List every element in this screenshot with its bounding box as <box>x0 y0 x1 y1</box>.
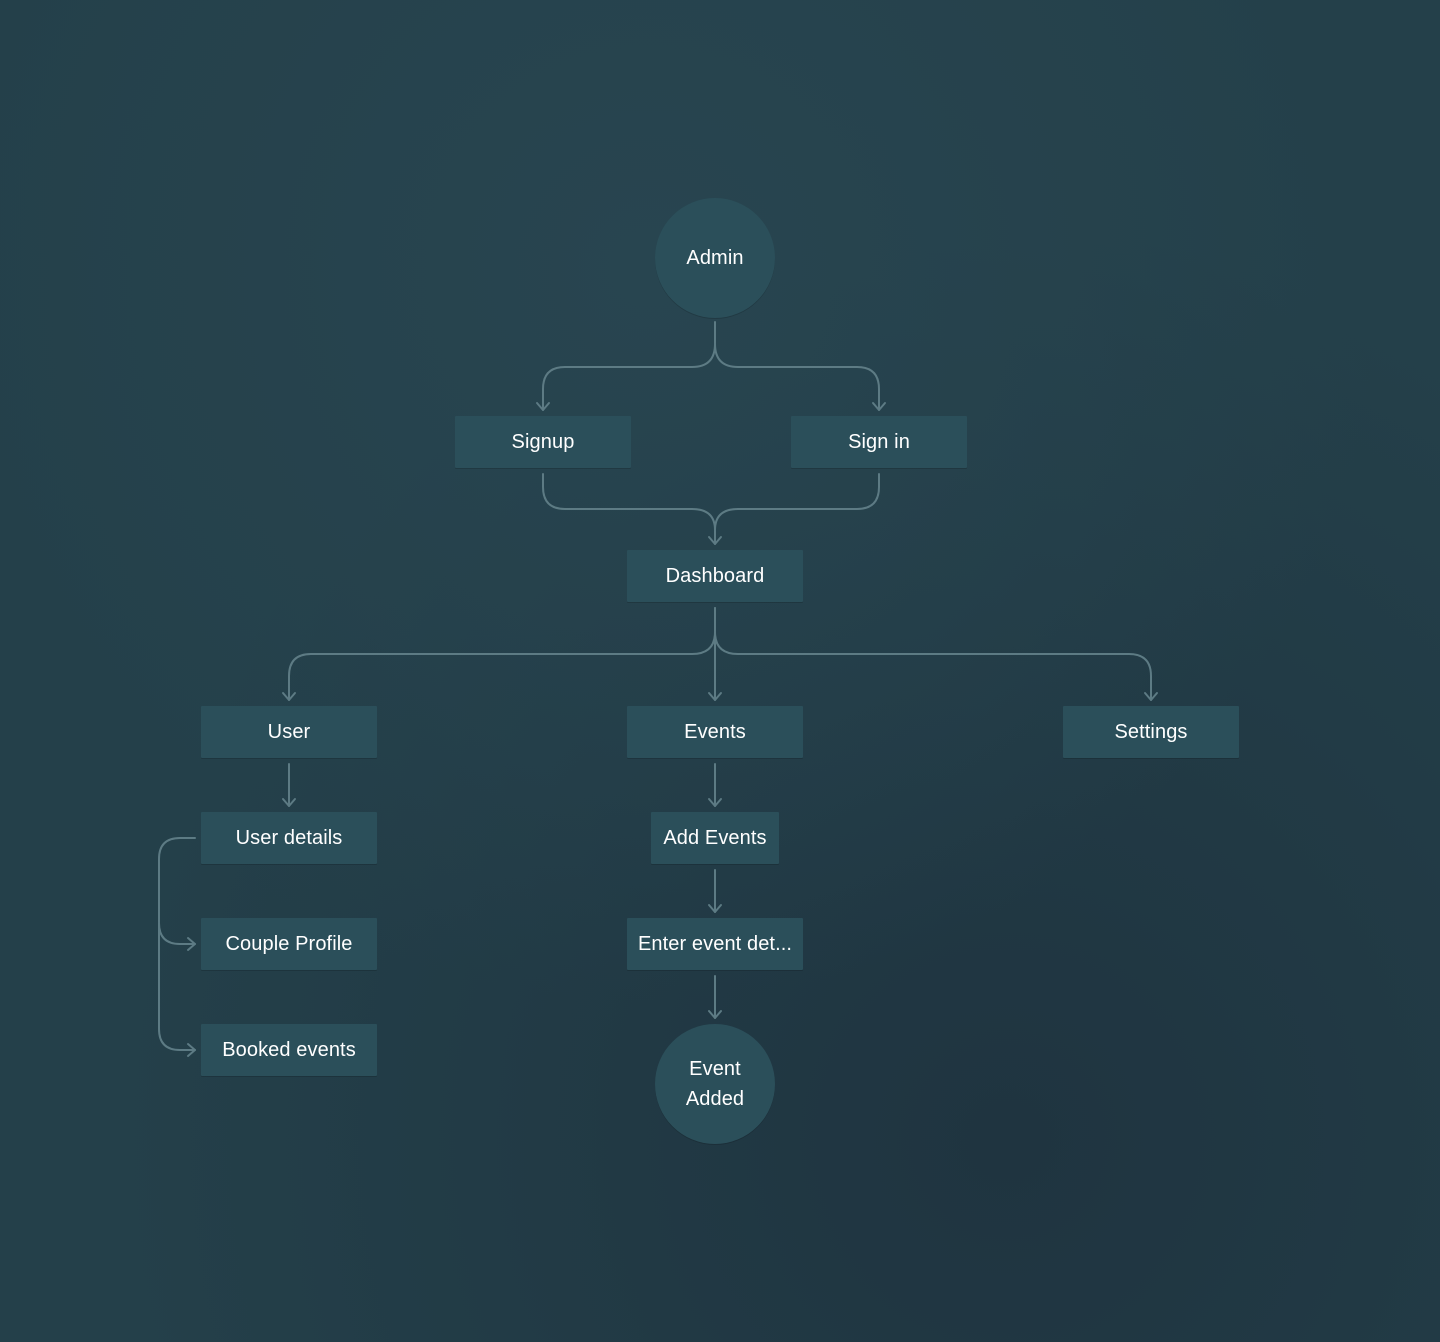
arrowhead <box>282 798 296 807</box>
node-events[interactable]: Events <box>627 706 803 758</box>
node-user[interactable]: User <box>201 706 377 758</box>
node-label: Couple Profile <box>225 932 353 955</box>
edge-user-details-to-couple-profile <box>158 837 196 945</box>
node-label: Booked events <box>222 1038 356 1061</box>
node-add-events[interactable]: Add Events <box>651 812 779 864</box>
arrowhead <box>187 1043 196 1057</box>
node-label: Admin <box>686 247 744 269</box>
node-label: Event Added <box>685 1058 745 1110</box>
node-admin[interactable]: Admin <box>655 198 775 318</box>
node-label: Add Events <box>663 826 767 849</box>
edge-dashboard-to-settings <box>714 631 1152 701</box>
edge-admin-to-signup <box>542 321 716 411</box>
node-booked-events[interactable]: Booked events <box>201 1024 377 1076</box>
node-signup[interactable]: Signup <box>455 416 631 468</box>
edge-admin-to-signin <box>714 343 880 411</box>
node-enter-event-details[interactable]: Enter event det... <box>627 918 803 970</box>
arrowhead <box>282 692 296 701</box>
arrowhead <box>708 798 722 807</box>
node-label: User <box>267 720 311 743</box>
arrowhead <box>1144 692 1158 701</box>
arrowhead <box>187 937 196 951</box>
arrowhead <box>708 1010 722 1019</box>
arrowhead <box>536 402 550 411</box>
node-label: Dashboard <box>665 564 765 587</box>
edge-dashboard-to-user <box>288 607 716 701</box>
node-dashboard[interactable]: Dashboard <box>627 550 803 602</box>
edge-signup-to-dashboard <box>542 473 716 545</box>
arrowhead <box>708 904 722 913</box>
node-settings[interactable]: Settings <box>1063 706 1239 758</box>
node-label: Signup <box>511 430 575 453</box>
arrowhead <box>708 536 722 545</box>
node-label: Enter event det... <box>637 932 793 955</box>
arrowhead <box>872 402 886 411</box>
node-label: Settings <box>1114 720 1188 743</box>
node-event-added[interactable]: Event Added <box>655 1024 775 1144</box>
node-sign-in[interactable]: Sign in <box>791 416 967 468</box>
arrowhead <box>708 692 722 701</box>
node-couple-profile[interactable]: Couple Profile <box>201 918 377 970</box>
node-label: Sign in <box>848 430 910 453</box>
edge-user-details-to-booked-events <box>158 922 196 1051</box>
node-user-details[interactable]: User details <box>201 812 377 864</box>
node-label: User details <box>235 826 343 849</box>
edge-signin-to-dashboard <box>714 473 880 531</box>
node-label: Events <box>684 720 746 743</box>
